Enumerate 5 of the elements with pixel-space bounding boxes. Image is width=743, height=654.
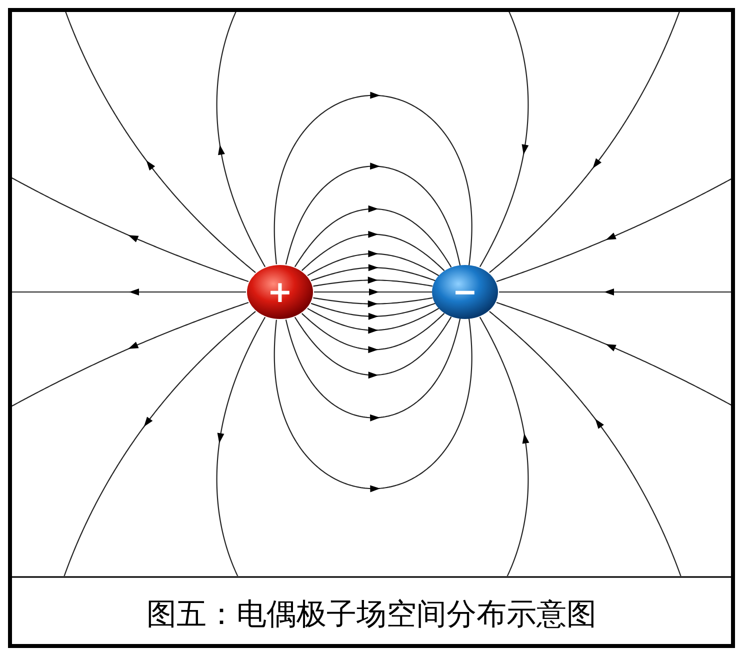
charge-sign: + [267,274,293,310]
caption: 图五：电偶极子场空间分布示意图 [146,596,598,634]
charge-sphere [246,264,314,320]
charge-sign: − [452,274,478,310]
charge-sphere [431,264,499,320]
